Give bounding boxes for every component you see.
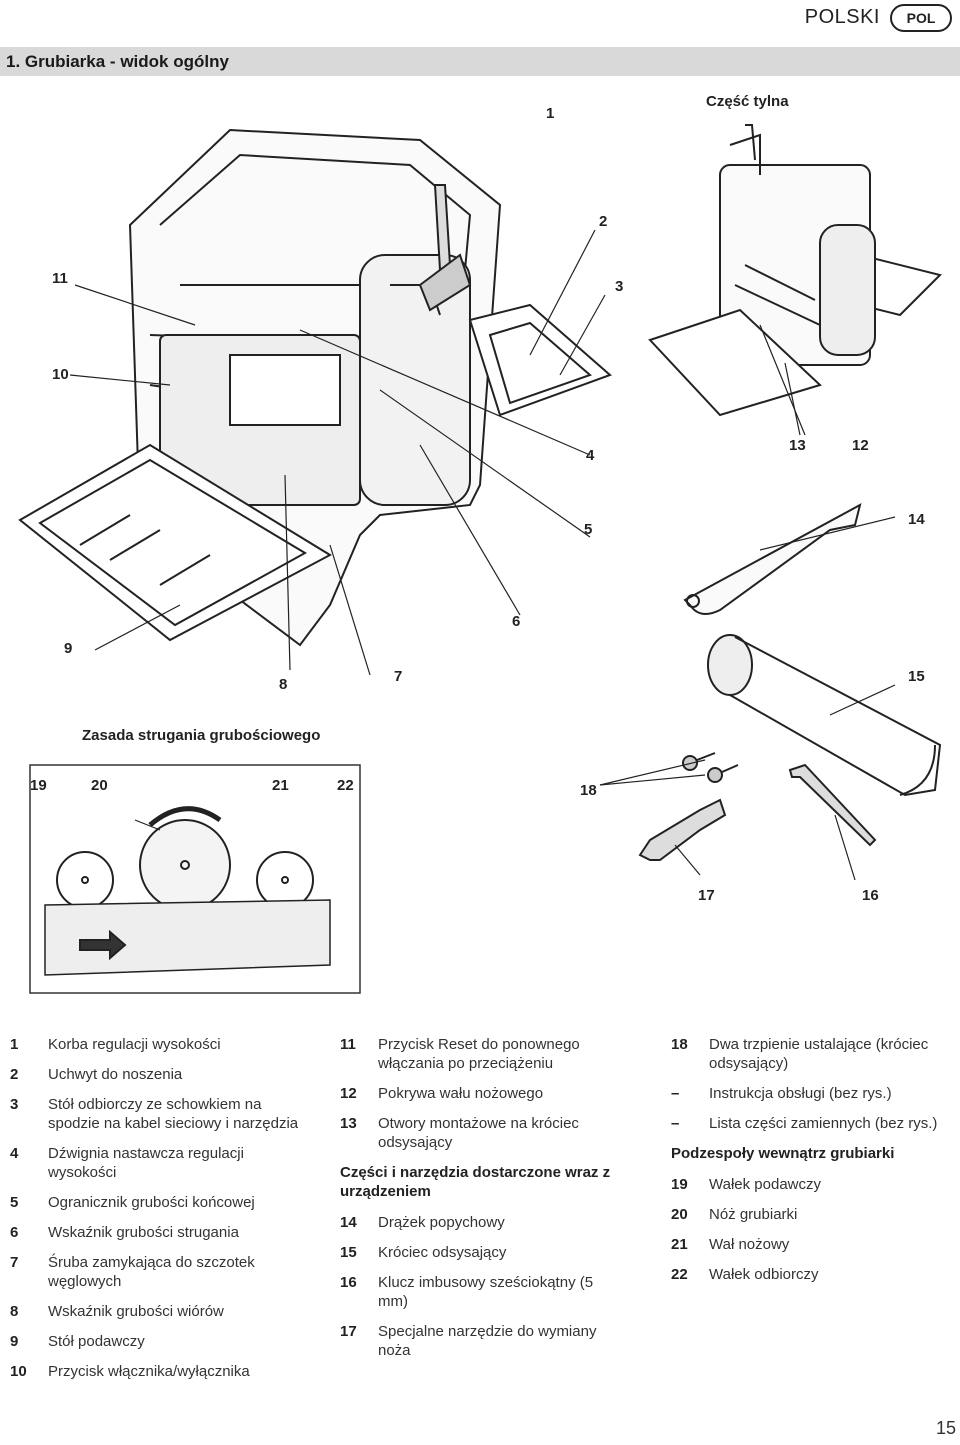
callout-13: 13: [789, 437, 806, 454]
callout-7: 7: [394, 668, 403, 685]
dust-port-illustration: [707, 634, 942, 797]
language-label: POLSKI: [804, 6, 880, 28]
callout-6: 6: [512, 613, 521, 630]
legend-item: –Instrukcja obsługi (bez rys.): [671, 1085, 892, 1102]
legend-subheading: Części i narzędzia dostarczone wraz z ur…: [340, 1164, 611, 1200]
callout-2: 2: [599, 213, 608, 230]
callout-11: 11: [52, 270, 68, 287]
callout-10: 10: [52, 366, 69, 383]
callout-16: 16: [862, 887, 879, 904]
callout-17: 17: [698, 887, 715, 904]
callout-21: 21: [272, 777, 289, 794]
callout-8: 8: [279, 676, 288, 693]
planer-main-illustration: [18, 128, 612, 647]
callout-4: 4: [586, 447, 595, 464]
callout-18: 18: [580, 782, 597, 799]
callout-9: 9: [64, 640, 73, 657]
section-title-bar: 1. Grubiarka - widok ogólny: [0, 47, 960, 76]
section-title: 1. Grubiarka - widok ogólny: [6, 51, 229, 71]
callout-3: 3: [615, 278, 624, 295]
callout-19: 19: [30, 777, 47, 794]
hex-key-illustration: [788, 763, 877, 847]
callout-20: 20: [91, 777, 108, 794]
push-stick-illustration: [683, 503, 862, 615]
callout-12: 12: [852, 437, 869, 454]
language-badge: POL: [890, 4, 952, 32]
page-number: 15: [935, 1418, 956, 1438]
planer-rear-illustration: [648, 124, 942, 417]
callout-1: 1: [546, 105, 555, 122]
callout-14: 14: [908, 511, 925, 528]
knife-tool-illustration: [638, 798, 727, 861]
pins-illustration: [682, 752, 739, 783]
rear-view-label: Część tylna: [706, 93, 789, 110]
machine-drawing: [18, 124, 942, 994]
callout-15: 15: [908, 668, 925, 685]
callout-5: 5: [584, 521, 593, 538]
planing-principle-diagram: [29, 764, 361, 994]
principle-label: Zasada strugania grubościowego: [82, 727, 321, 744]
callout-22: 22: [337, 777, 354, 794]
legend-subheading: Podzespoły wewnątrz grubiarki: [671, 1145, 895, 1162]
machine-figure: 1 Część tylna 2 11 3 10 4 13 12 14 5 6 9…: [0, 85, 960, 1000]
legend-item: –Lista części zamiennych (bez rys.): [671, 1115, 938, 1132]
